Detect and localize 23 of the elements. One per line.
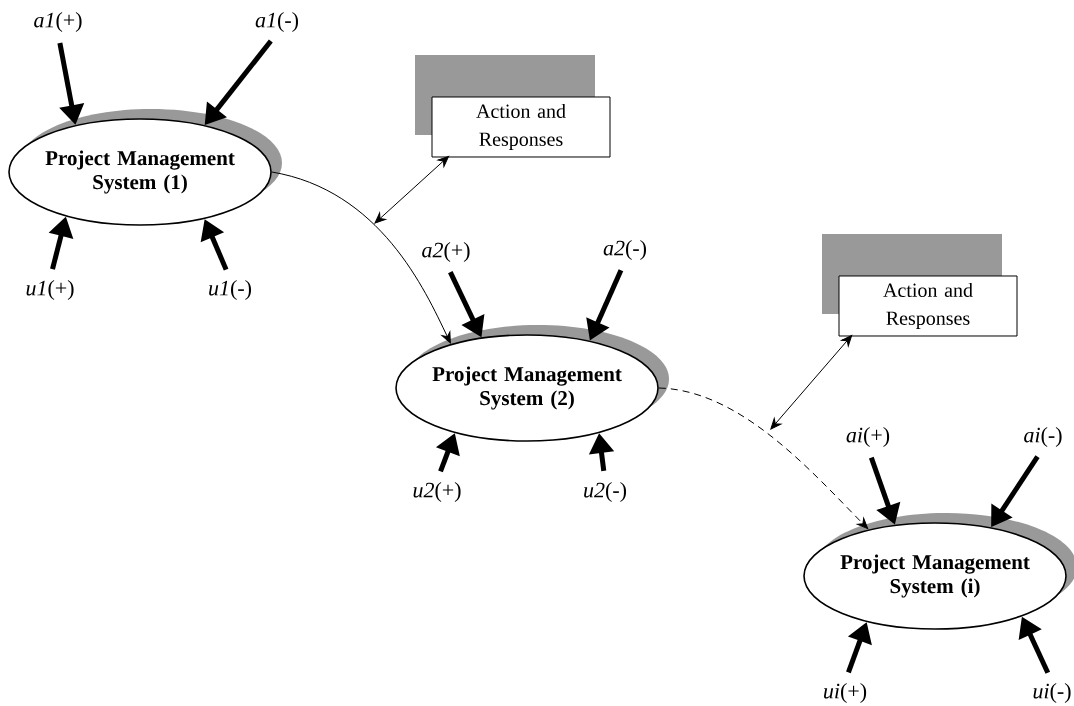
input-label: a2(+) [422,242,470,262]
node-label: Responses [886,311,970,330]
input-label: a1(+) [34,12,82,32]
input-label: ai(+) [846,427,890,447]
input-label: ai(-) [1024,427,1062,447]
ellipse-node: Project Management System (2) [395,325,669,442]
curved-arrow [658,387,869,530]
node-label: Responses [479,132,563,151]
input-label: u2(+) [413,482,461,502]
input-label: a2(-) [603,240,647,260]
shadow-box: Action and Responses [415,55,611,158]
ellipse-node: Project Management System (1) [8,109,282,226]
curved-arrow [271,171,451,344]
input-label: ui(+) [824,683,867,703]
double-arrow [770,334,853,430]
input-label: u1(+) [26,280,74,300]
shadow-box: Action and Responses [822,234,1018,337]
input-label: u1(-) [209,280,252,300]
ellipse-node: Project Management System (i) [803,513,1074,630]
input-label: ui(-) [1033,683,1071,703]
input-label: a1(-) [255,12,299,32]
double-arrow [374,155,450,224]
input-label: u2(-) [584,482,627,502]
